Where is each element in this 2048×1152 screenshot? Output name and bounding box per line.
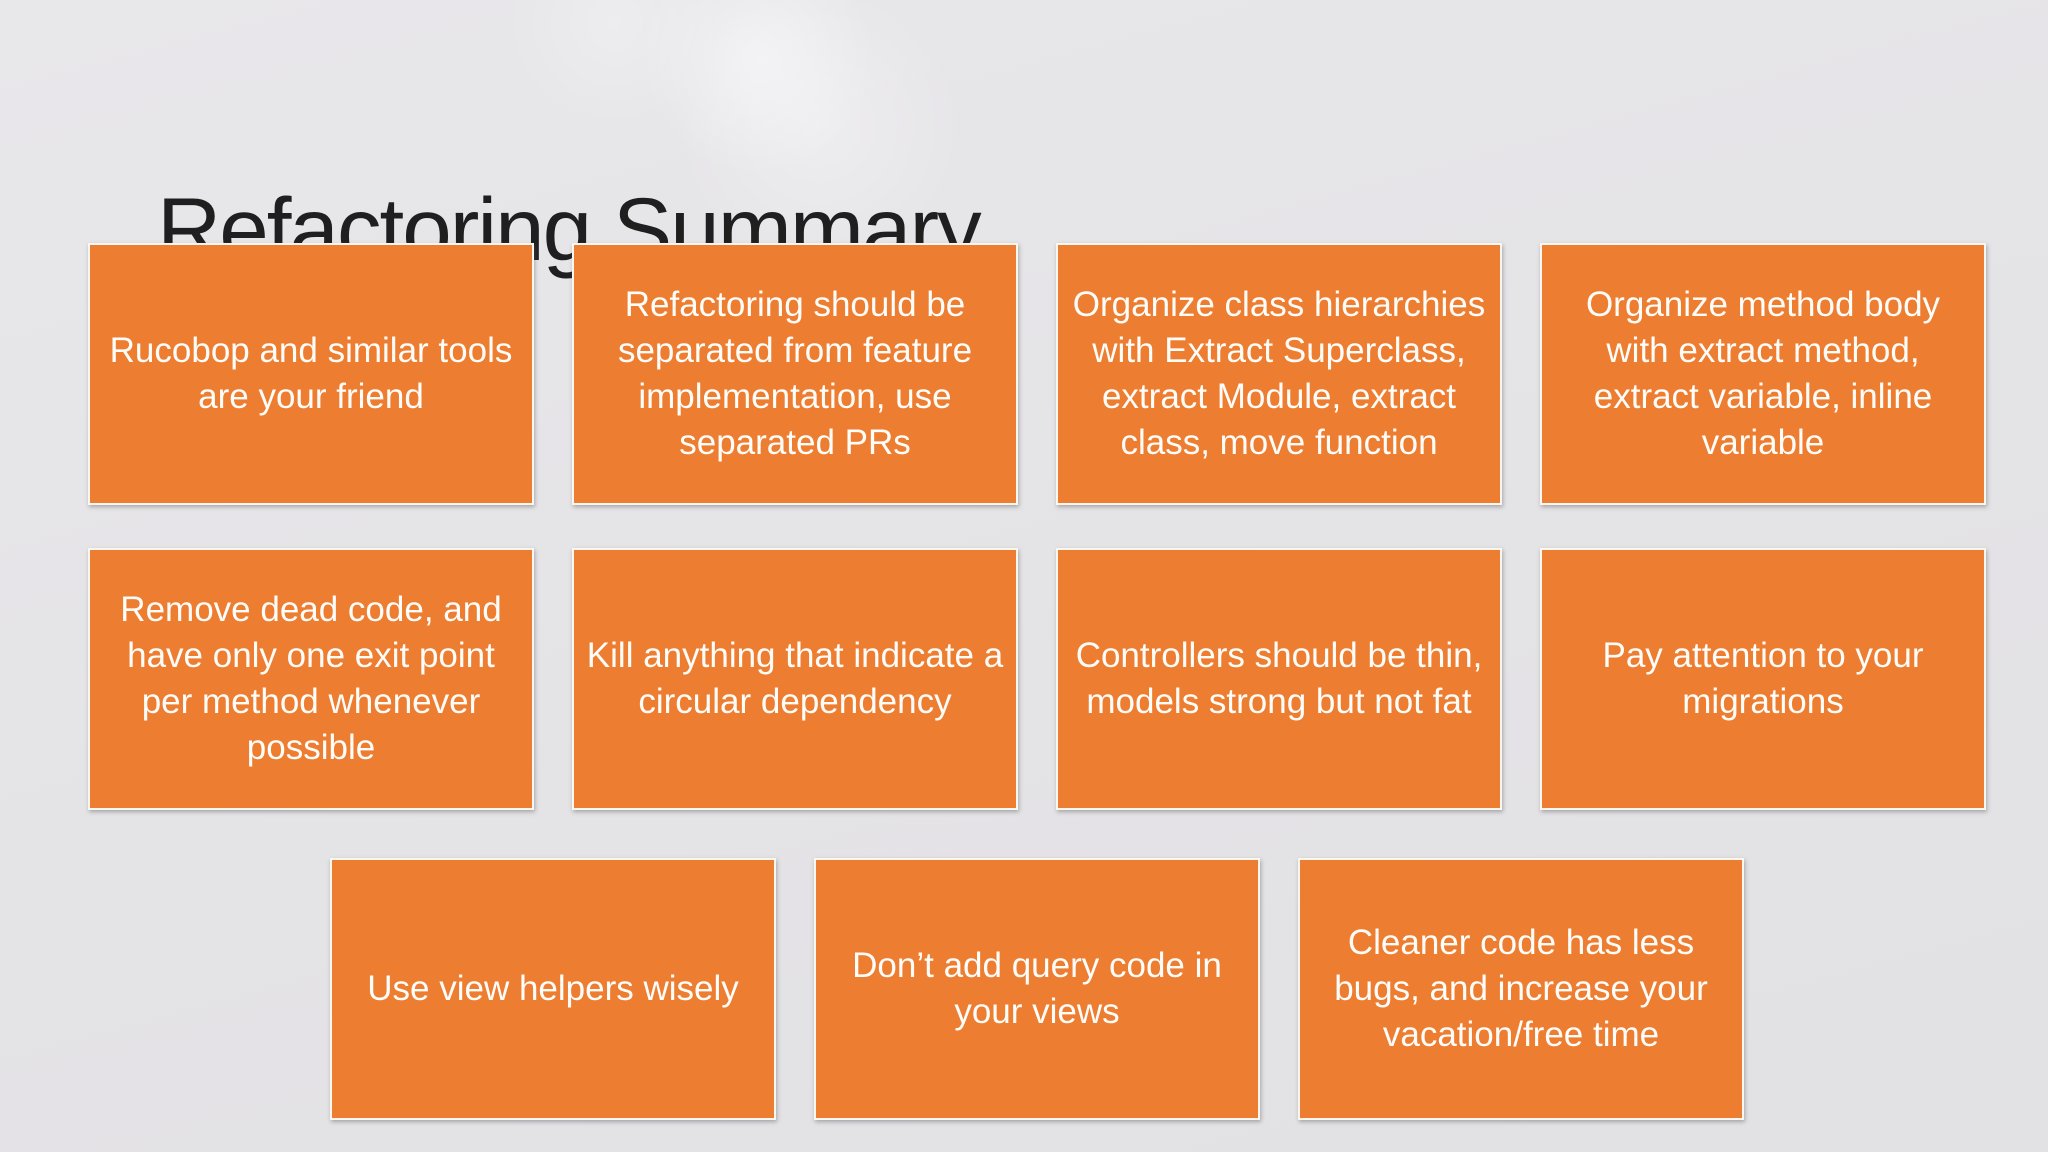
summary-box-text: Remove dead code, and have only one exit…: [120, 590, 502, 767]
summary-box-class-hierarchies: Organize class hierarchies with Extract …: [1056, 243, 1502, 505]
summary-box-text: Pay attention to your migrations: [1602, 636, 1924, 721]
summary-box-migrations: Pay attention to your migrations: [1540, 548, 1986, 810]
summary-box-text: Organize method body with extract method…: [1585, 285, 1941, 462]
summary-box-rucobop: Rucobop and similar tools are your frien…: [88, 243, 534, 505]
summary-box-text: Kill anything that indicate a circular d…: [586, 636, 1004, 721]
summary-box-dead-code: Remove dead code, and have only one exit…: [88, 548, 534, 810]
summary-box-cleaner-code: Cleaner code has less bugs, and increase…: [1298, 858, 1744, 1120]
summary-box-circular-dependency: Kill anything that indicate a circular d…: [572, 548, 1018, 810]
summary-box-text: Controllers should be thin, models stron…: [1075, 636, 1483, 721]
summary-box-text: Use view helpers wisely: [367, 969, 739, 1008]
summary-box-separate-prs: Refactoring should be separated from fea…: [572, 243, 1018, 505]
summary-box-text: Don’t add query code in your views: [852, 946, 1222, 1031]
summary-box-query-code: Don’t add query code in your views: [814, 858, 1260, 1120]
summary-box-text: Organize class hierarchies with Extract …: [1072, 285, 1486, 462]
summary-box-text: Refactoring should be separated from fea…: [617, 285, 973, 462]
summary-row-2: Remove dead code, and have only one exit…: [88, 548, 1986, 810]
summary-box-text: Cleaner code has less bugs, and increase…: [1334, 923, 1708, 1054]
summary-row-3: Use view helpers wisely Don’t add query …: [330, 858, 1744, 1120]
summary-box-text: Rucobop and similar tools are your frien…: [109, 331, 513, 416]
summary-box-method-body: Organize method body with extract method…: [1540, 243, 1986, 505]
summary-row-1: Rucobop and similar tools are your frien…: [88, 243, 1986, 505]
summary-box-thin-controllers: Controllers should be thin, models stron…: [1056, 548, 1502, 810]
summary-box-view-helpers: Use view helpers wisely: [330, 858, 776, 1120]
